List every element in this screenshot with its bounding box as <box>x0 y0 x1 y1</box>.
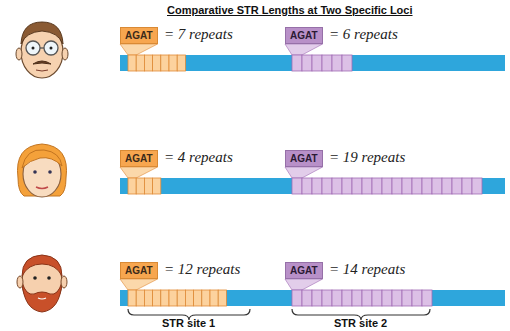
tag-pointer <box>285 44 323 55</box>
site-label: STR site 1 <box>162 317 215 329</box>
repeat-unit <box>153 178 161 194</box>
repeat-unit <box>382 290 392 306</box>
repeat-unit <box>392 178 402 194</box>
dna-bar <box>120 290 505 306</box>
motif-text: AGAT <box>125 265 153 276</box>
tag-pointer <box>285 167 323 178</box>
repeat-unit <box>153 55 161 71</box>
repeat-unit <box>312 290 322 306</box>
repeat-unit <box>312 178 322 194</box>
str-tag: AGAT <box>120 262 158 279</box>
repeat-count: = 6 repeats <box>329 26 398 43</box>
repeat-unit <box>292 178 302 194</box>
repeat-unit <box>292 55 302 71</box>
face-woman <box>18 144 67 197</box>
repeat-unit <box>412 178 422 194</box>
repeat-count: = 7 repeats <box>164 26 233 43</box>
face-man-glasses <box>16 22 68 78</box>
repeat-unit <box>472 178 482 194</box>
repeat-unit <box>202 290 210 306</box>
repeat-unit <box>342 55 352 71</box>
repeat-unit <box>128 178 136 194</box>
repeat-unit <box>128 290 136 306</box>
motif-text: AGAT <box>125 153 153 164</box>
repeat-unit <box>422 178 432 194</box>
repeat-unit <box>332 290 342 306</box>
repeat-unit <box>342 290 352 306</box>
repeat-unit <box>169 290 177 306</box>
repeat-unit <box>128 55 136 71</box>
repeat-unit <box>402 290 412 306</box>
dna-bar <box>120 178 505 194</box>
repeat-unit <box>210 290 218 306</box>
repeat-unit <box>332 178 342 194</box>
repeat-unit <box>153 290 161 306</box>
repeat-unit <box>372 178 382 194</box>
repeat-unit <box>432 178 442 194</box>
repeat-unit <box>462 178 472 194</box>
repeat-unit <box>302 178 312 194</box>
str-tag: AGAT <box>120 27 158 44</box>
repeat-unit <box>144 178 152 194</box>
repeat-unit <box>312 55 322 71</box>
repeat-unit <box>452 178 462 194</box>
str-tag: AGAT <box>285 27 323 44</box>
repeat-unit <box>144 55 152 71</box>
repeat-unit <box>194 290 202 306</box>
motif-text: AGAT <box>290 265 318 276</box>
tag-pointer <box>120 44 158 55</box>
repeat-unit <box>412 290 422 306</box>
repeat-count: = 4 repeats <box>164 149 233 166</box>
str-tag: AGAT <box>120 150 158 167</box>
repeat-unit <box>332 55 342 71</box>
repeat-unit <box>302 55 312 71</box>
motif-text: AGAT <box>290 153 318 164</box>
face-bearded-man <box>17 255 67 312</box>
repeat-unit <box>144 290 152 306</box>
repeat-count: = 19 repeats <box>329 149 405 166</box>
str-tag: AGAT <box>285 262 323 279</box>
repeat-unit <box>422 290 432 306</box>
site-label: STR site 2 <box>334 317 387 329</box>
tag-pointer <box>285 279 323 290</box>
repeat-unit <box>218 290 226 306</box>
repeat-unit <box>392 290 402 306</box>
repeat-unit <box>372 290 382 306</box>
repeat-unit <box>322 178 332 194</box>
tag-pointer <box>120 279 158 290</box>
repeat-unit <box>362 290 372 306</box>
motif-text: AGAT <box>125 30 153 41</box>
repeat-unit <box>161 55 169 71</box>
dna-bar <box>120 55 505 71</box>
str-tag: AGAT <box>285 150 323 167</box>
repeat-unit <box>342 178 352 194</box>
diagram-title: Comparative STR Lengths at Two Specific … <box>167 4 413 16</box>
repeat-unit <box>322 290 332 306</box>
repeat-unit <box>136 178 144 194</box>
repeat-unit <box>402 178 412 194</box>
repeat-unit <box>161 290 169 306</box>
repeat-unit <box>352 178 362 194</box>
repeat-unit <box>442 178 452 194</box>
repeat-unit <box>352 290 362 306</box>
repeat-count: = 12 repeats <box>164 261 240 278</box>
repeat-unit <box>292 290 302 306</box>
repeat-unit <box>302 290 312 306</box>
repeat-unit <box>322 55 332 71</box>
tag-pointer <box>120 167 158 178</box>
repeat-unit <box>177 290 185 306</box>
repeat-unit <box>382 178 392 194</box>
repeat-count: = 14 repeats <box>329 261 405 278</box>
repeat-unit <box>177 55 185 71</box>
motif-text: AGAT <box>290 30 318 41</box>
repeat-unit <box>136 55 144 71</box>
repeat-unit <box>169 55 177 71</box>
repeat-unit <box>136 290 144 306</box>
repeat-unit <box>362 178 372 194</box>
repeat-unit <box>185 290 193 306</box>
